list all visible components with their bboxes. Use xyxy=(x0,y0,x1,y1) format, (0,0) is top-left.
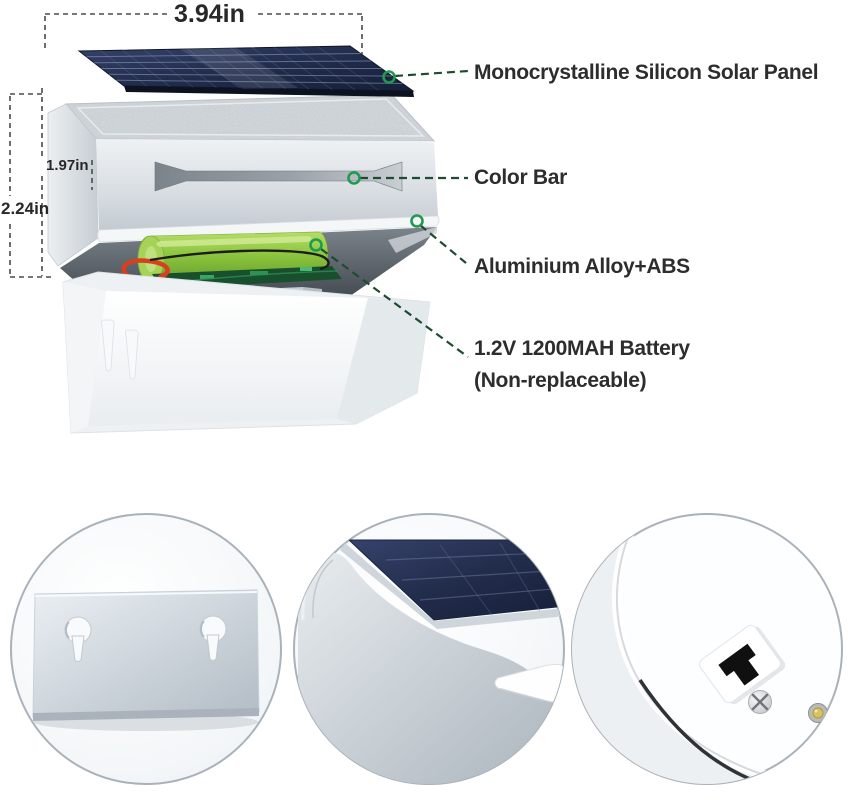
dimension-overall-height-label: 2.24in xyxy=(1,199,50,218)
callout-material-label: Aluminium Alloy+ABS xyxy=(474,255,690,278)
mount-plate xyxy=(32,589,260,718)
callout-solar-panel-label: Monocrystalline Silicon Solar Panel xyxy=(474,61,819,84)
corner-solar-panel xyxy=(347,539,564,621)
callout-battery-label-line1: 1.2V 1200MAH Battery xyxy=(474,337,690,360)
housing-top-face xyxy=(64,94,436,142)
screw xyxy=(748,690,772,714)
light-sensor xyxy=(808,703,828,723)
dimension-width-label: 3.94in xyxy=(174,0,245,28)
wall-mount-plate-detail xyxy=(10,513,282,785)
power-switch-knob[interactable] xyxy=(718,643,766,691)
outer-shell-surface xyxy=(572,514,796,784)
callout-color-bar-label: Color Bar xyxy=(474,166,567,189)
power-switch-detail xyxy=(571,513,843,785)
color-bar-slot xyxy=(154,161,403,192)
corner-housing xyxy=(297,552,564,784)
keyhole-slot xyxy=(64,616,92,662)
keyhole-slot xyxy=(199,615,227,661)
red-wire xyxy=(121,258,170,282)
color-bar-marker-icon xyxy=(347,171,361,185)
mounting-peg xyxy=(125,329,139,380)
diffuser-assembly xyxy=(62,271,431,434)
callout-leader-lines xyxy=(320,69,469,358)
solar-light-exploded-view xyxy=(9,13,469,434)
dimension-lines xyxy=(9,13,363,278)
callout-battery-label-line2: (Non-replaceable) xyxy=(474,369,647,392)
dimension-upper-height-label: 1.97in xyxy=(46,157,89,174)
black-wire xyxy=(149,249,330,271)
housing-front-face xyxy=(96,139,438,230)
solar-panel-corner-detail xyxy=(293,513,565,785)
switch-plate xyxy=(699,624,786,705)
battery-marker-icon xyxy=(309,238,323,252)
solar-panel-marker-icon xyxy=(382,70,396,84)
solar-panel-cell-lines xyxy=(100,46,379,91)
callout-markers xyxy=(309,70,424,252)
panel-bezel xyxy=(340,543,564,629)
solar-panel xyxy=(77,45,415,97)
material-marker-icon xyxy=(410,214,424,228)
solar-panel-gridlines xyxy=(86,53,403,84)
mounting-peg xyxy=(101,319,115,372)
